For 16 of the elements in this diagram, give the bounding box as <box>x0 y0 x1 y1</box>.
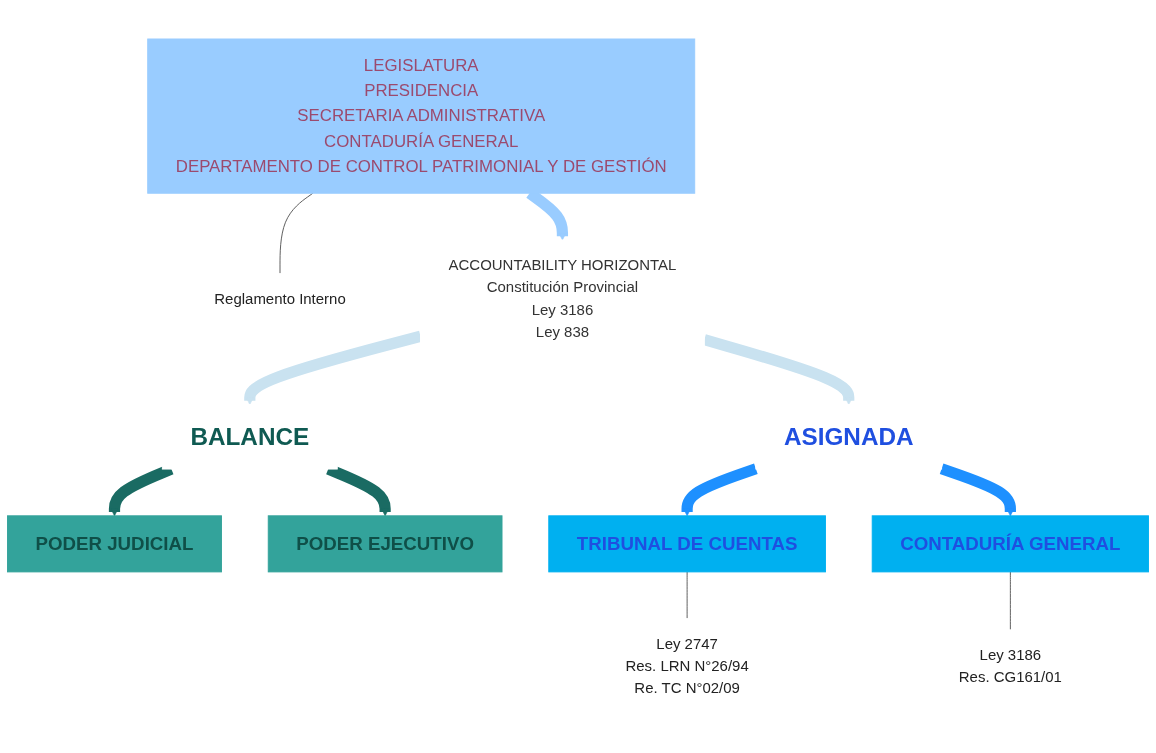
node-text: Ley 3186 Res. CG161/01 <box>958 646 1062 686</box>
connector <box>1009 571 1011 631</box>
arrow <box>681 463 758 517</box>
connector <box>279 192 314 275</box>
node-text: Reglamento Interno <box>214 290 346 307</box>
node-text: ACCOUNTABILITY HORIZONTAL Constitución Provincial Ley 3186 Ley 838 <box>448 256 677 341</box>
node-text: ASIGNADA <box>783 422 914 451</box>
node-box: TRIBUNAL DE CUENTAS <box>548 515 826 573</box>
connector <box>686 571 688 620</box>
node-box: CONTADURÍA GENERAL <box>871 515 1149 573</box>
arrow <box>939 463 1016 517</box>
node-box: PODER JUDICIAL <box>7 515 222 573</box>
node-box: PODER EJECUTIVO <box>267 515 503 573</box>
node-box: LEGISLATURA PRESIDENCIA SECRETARIA ADMINISTRATIVA CONTADURÍA GENERAL DEPARTAMENTO DE CONTROL PATRIMONIAL Y DE GESTIÓN <box>147 38 696 194</box>
node-text: Ley 2747 Res. LRN N°26/94 Re. TC N°02/09 <box>625 635 749 697</box>
arrow <box>244 330 422 405</box>
